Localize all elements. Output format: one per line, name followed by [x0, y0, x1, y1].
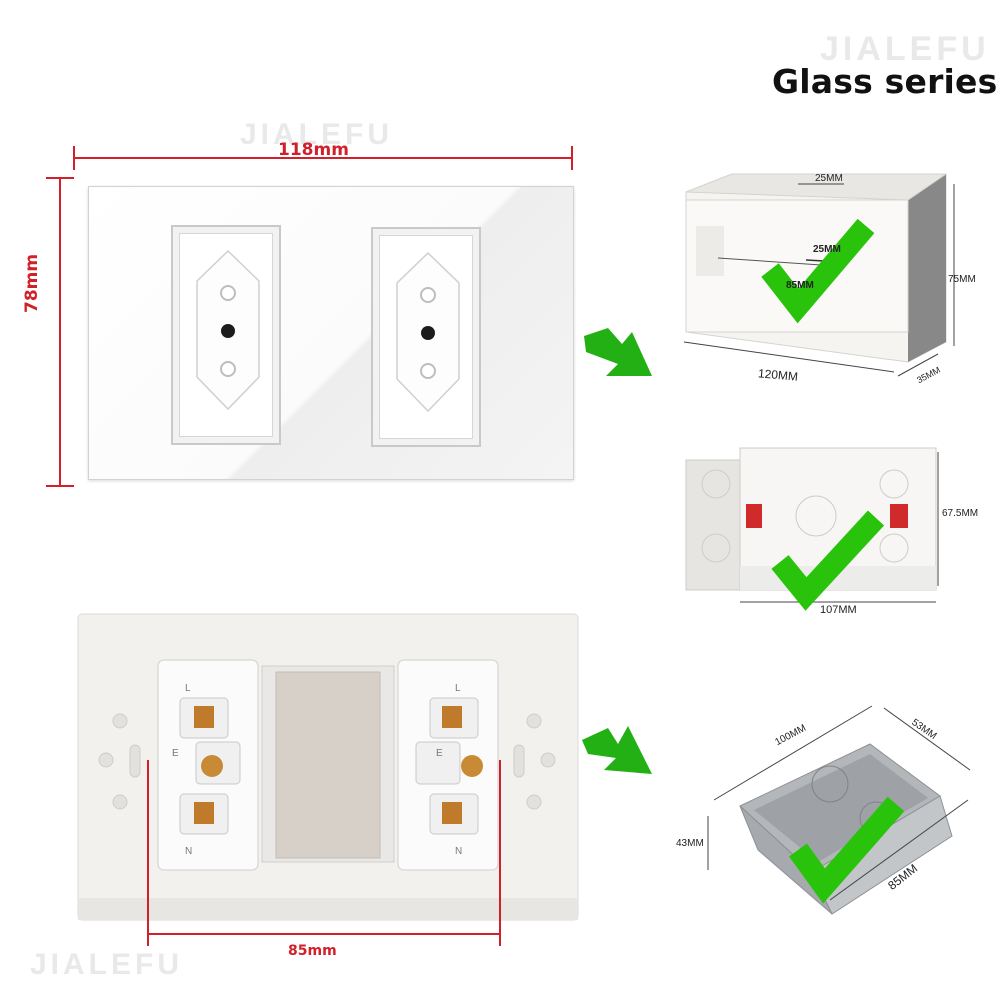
arrow-right-icon: [582, 726, 652, 774]
dimension-label: 43MM: [676, 838, 704, 849]
socket-module-left: [171, 225, 281, 445]
watermark: JIALEFU: [820, 30, 990, 68]
dimension-label: 67.5MM: [942, 508, 979, 519]
terminal-mark: E: [172, 748, 179, 759]
terminal-mark: E: [436, 748, 443, 759]
terminal-mark: N: [455, 846, 463, 857]
socket-module-right: [371, 227, 481, 447]
page-title: Glass series: [772, 62, 998, 101]
back-plate-illustration: [77, 613, 579, 946]
glass-socket-plate: [88, 186, 574, 480]
terminal-mark: L: [455, 683, 461, 694]
plastic-mounting-box-2: [685, 447, 939, 611]
watermark: JIALEFU: [240, 118, 394, 151]
terminal-mark: L: [185, 683, 191, 694]
socket-face-icon: [396, 251, 460, 413]
watermark: JIALEFU: [30, 948, 184, 981]
dimension-label: 75MM: [948, 274, 976, 285]
hole-spacing-label: 85mm: [288, 943, 337, 959]
dimension-label: 25MM: [815, 173, 843, 184]
metal-mounting-box: [707, 705, 971, 915]
terminal-mark: N: [185, 846, 193, 857]
plastic-mounting-box-1: [683, 173, 955, 377]
dimension-label: 107MM: [820, 604, 857, 616]
width-dimension-label: 118mm: [278, 140, 349, 160]
dimension-label: 85MM: [786, 280, 814, 291]
socket-face-icon: [196, 249, 260, 411]
height-dimension-label: 78mm: [22, 253, 42, 313]
arrow-right-icon: [584, 328, 652, 376]
top-plate-dimension-lines: [46, 146, 573, 487]
dimension-label: 25MM: [813, 244, 841, 255]
